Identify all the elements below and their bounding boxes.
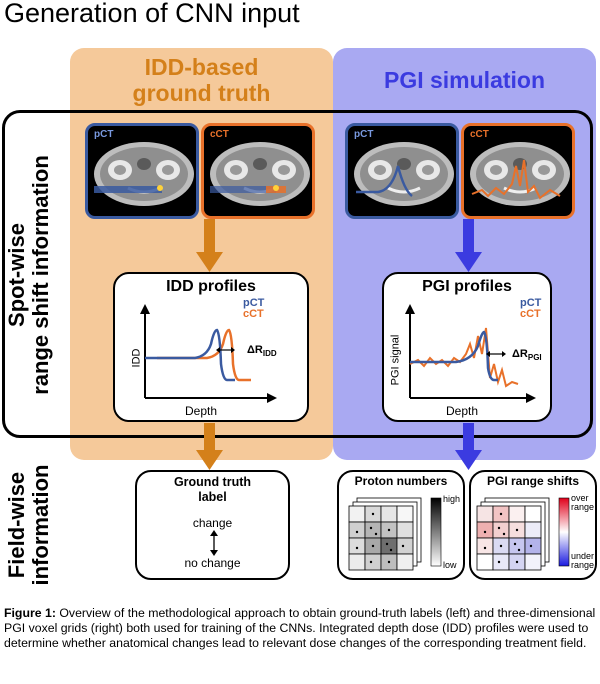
over-label-line1: over: [571, 493, 589, 503]
ground-truth-title-line1: Ground truth: [173, 475, 252, 489]
pgi-pct-image: pCT: [345, 123, 459, 219]
idd-profile-plot: [140, 304, 277, 403]
pgi-legend: pCT cCT: [520, 298, 541, 320]
proton-numbers-title: Proton numbers: [354, 474, 448, 488]
over-label-line2: range: [571, 502, 595, 512]
idd-legend: pCT cCT: [243, 298, 264, 320]
range-shift-voxel-grid: [476, 497, 570, 571]
legend-pct: pCT: [243, 297, 265, 309]
caption-label: Figure 1:: [4, 606, 56, 620]
colorbar-high-label: high: [443, 494, 461, 504]
pgi-ylabel: PGI signal: [389, 334, 402, 386]
pgi-delta-label: ΔRPGI: [512, 348, 542, 363]
legend-cct: cCT: [243, 308, 264, 320]
figure-title: Generation of CNN input: [4, 0, 300, 28]
ground-truth-title: Ground truth label: [137, 475, 288, 505]
pgi-cct-image: cCT: [461, 123, 575, 219]
idd-pct-image: pCT: [85, 123, 199, 219]
idd-column-title: IDD-based ground truth: [70, 54, 333, 106]
spot-wise-frame: [2, 110, 593, 438]
ct-label-cct: cCT: [210, 129, 229, 140]
pelvis-ct-scan-icon: [94, 142, 194, 206]
pgi-range-shifts-box: PGI range shifts over range und: [469, 470, 597, 580]
colorbar-under-label: under range: [571, 552, 594, 570]
pelvis-ct-scan-icon: [210, 142, 310, 206]
pelvis-ct-scan-icon: [470, 142, 570, 206]
colorbar-low-label: low: [443, 560, 457, 570]
option-change: change: [192, 516, 233, 530]
idd-cct-image: cCT: [201, 123, 315, 219]
idd-column-title-line1: IDD-based: [144, 54, 259, 80]
arrow-pgi-bottom: [455, 423, 482, 470]
proton-numbers-box: Proton numbers high low: [337, 470, 465, 580]
under-label-line1: under: [571, 551, 595, 561]
ct-label-pct: pCT: [354, 129, 374, 140]
ground-truth-title-line2: label: [198, 490, 227, 504]
pgi-profiles-title: PGI profiles: [422, 278, 512, 295]
arrow-idd-top: [196, 219, 223, 272]
pgi-xlabel: Depth: [446, 404, 479, 418]
caption-text: Overview of the methodological approach …: [4, 606, 596, 651]
pgi-column-title: PGI simulation: [383, 67, 546, 93]
idd-column-title-line2: ground truth: [132, 80, 271, 106]
idd-ylabel: IDD: [130, 348, 143, 368]
under-label-line2: range: [571, 560, 595, 570]
double-arrow-icon: [210, 530, 218, 556]
option-no-change: no change: [184, 556, 241, 570]
pelvis-ct-scan-icon: [354, 142, 454, 206]
pgi-profile-plot: [405, 304, 536, 403]
ct-label-cct: cCT: [470, 129, 489, 140]
proton-voxel-grid: [348, 497, 442, 571]
colorbar-over-label: over range: [571, 494, 594, 512]
ground-truth-label-box: Ground truth label change no change: [135, 470, 290, 580]
idd-delta-label: ΔRIDD: [247, 344, 277, 359]
idd-xlabel: Depth: [185, 404, 218, 418]
legend-cct: cCT: [520, 308, 541, 320]
idd-profiles-title: IDD profiles: [166, 278, 256, 295]
idd-profiles-box: IDD profiles pCT cCT IDD Depth ΔRIDD: [113, 272, 309, 422]
arrow-pgi-top: [455, 219, 482, 272]
ct-label-pct: pCT: [94, 129, 114, 140]
legend-pct: pCT: [520, 297, 542, 309]
figure-caption: Figure 1: Overview of the methodological…: [4, 606, 596, 652]
arrow-idd-bottom: [196, 423, 223, 470]
pgi-range-shifts-title: PGI range shifts: [486, 474, 580, 488]
pgi-profiles-box: PGI profiles pCT cCT PGI signal Depth ΔR…: [382, 272, 552, 422]
